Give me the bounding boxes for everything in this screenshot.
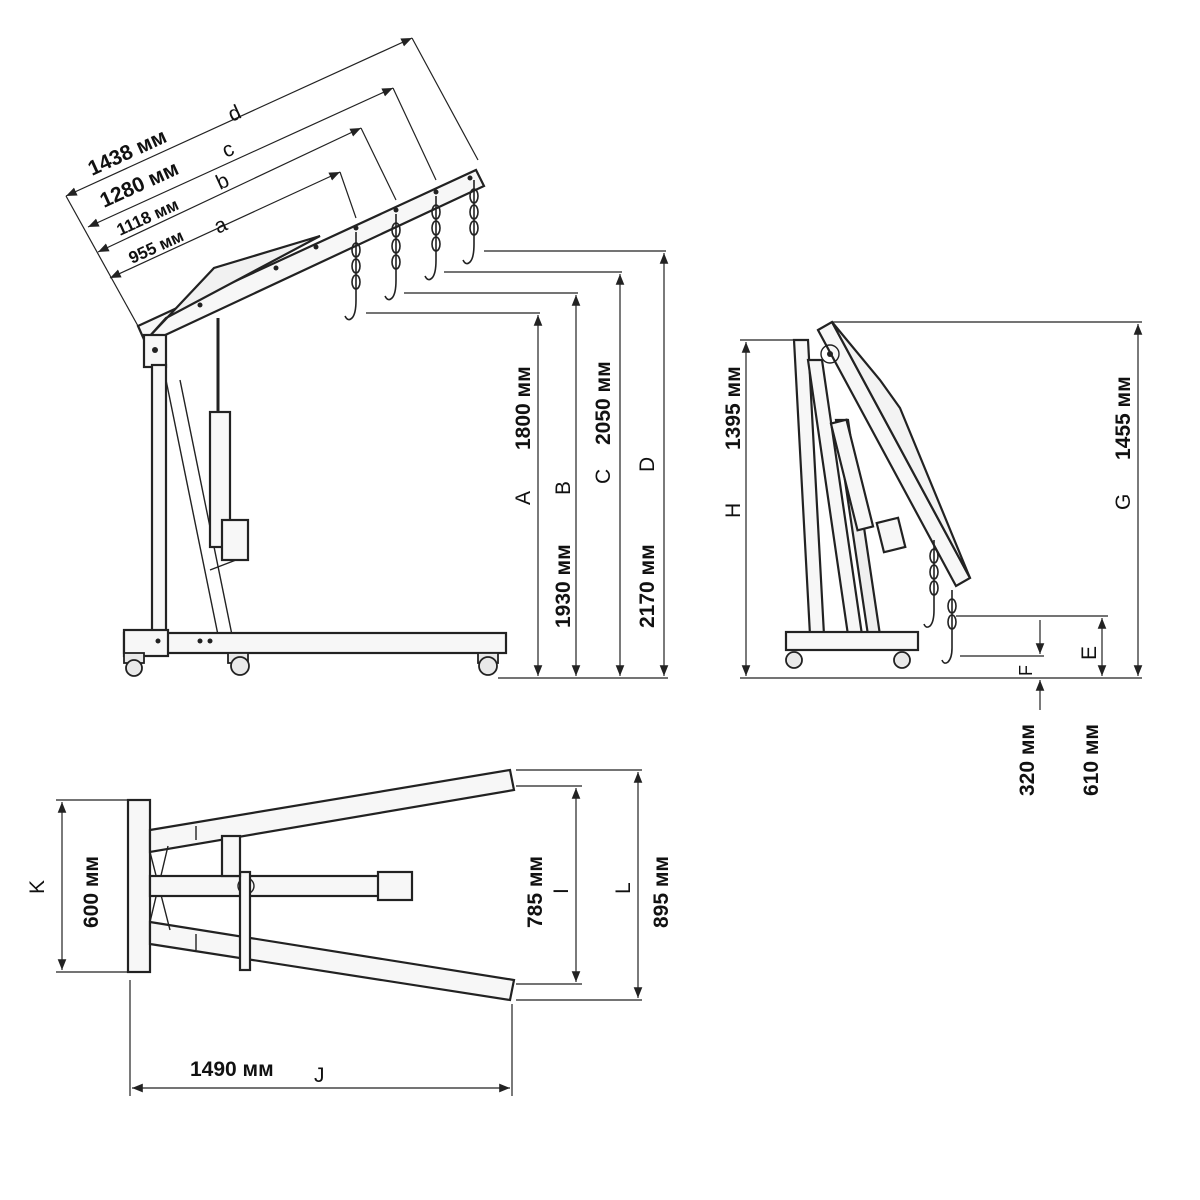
height-a-letter: A (512, 491, 535, 505)
chains (344, 180, 479, 321)
boom-reach-dimensions (65, 37, 479, 327)
height-dimensions (366, 250, 669, 679)
height-b-letter: B (552, 481, 575, 495)
side-view: 1438 мм d 1280 мм c 1118 мм b 955 мм a 1… (65, 37, 669, 679)
dim-l-letter: L (612, 882, 635, 894)
top-frame (126, 768, 516, 1002)
top-dimensions (56, 769, 643, 1096)
folded-base (784, 630, 920, 669)
dim-i-letter: I (550, 888, 573, 894)
height-a-value: 1800 мм (512, 366, 535, 450)
dim-g-value: 1455 мм (1112, 376, 1135, 460)
dim-h-value: 1395 мм (722, 366, 745, 450)
height-c-letter: C (592, 469, 615, 484)
dim-h-letter: H (722, 503, 745, 518)
dim-e-value: 610 мм (1080, 724, 1103, 796)
base-frame (122, 628, 508, 658)
dim-f-value: 320 мм (1016, 724, 1039, 796)
chain-c (424, 196, 441, 281)
boom (136, 168, 486, 346)
mast (142, 333, 233, 637)
folded-cylinder (829, 418, 907, 554)
dim-j-value: 1490 мм (190, 1058, 274, 1081)
dim-k-letter: K (26, 880, 49, 894)
height-c-value: 2050 мм (592, 361, 615, 445)
dim-l-value: 895 мм (650, 856, 673, 928)
height-d-value: 2170 мм (636, 544, 659, 628)
height-b-value: 1930 мм (552, 544, 575, 628)
folded-view: 1395 мм H 1455 мм G E F 320 мм 610 мм (722, 320, 1143, 796)
top-view: K 600 мм 785 мм I L 895 мм 1490 мм J (26, 768, 673, 1096)
folded-dimensions (740, 321, 1143, 710)
chain-d (462, 180, 479, 265)
folded-boom (816, 320, 972, 588)
dim-f-letter: F (1016, 665, 1036, 676)
dim-c-letter: c (219, 137, 238, 162)
dim-b-letter: b (213, 169, 233, 195)
wheels-side (123, 652, 499, 677)
chain-b (384, 214, 401, 301)
hydraulic-cylinder (208, 318, 250, 571)
dim-i-value: 785 мм (524, 856, 547, 928)
dim-g-letter: G (1112, 494, 1135, 510)
height-d-letter: D (636, 457, 659, 472)
dim-j-letter: J (314, 1064, 325, 1087)
folded-chains (923, 540, 957, 664)
dim-e-letter: E (1078, 646, 1101, 660)
dim-a-letter: a (211, 213, 231, 239)
dim-k-value: 600 мм (80, 856, 103, 928)
